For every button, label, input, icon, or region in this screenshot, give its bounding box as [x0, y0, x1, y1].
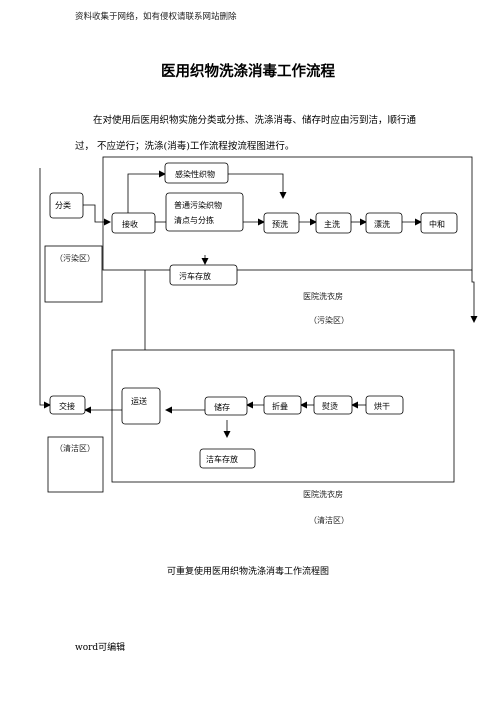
label-prewash: 预洗 [272, 219, 288, 229]
step-storage [204, 396, 248, 416]
label-common-line1: 普通污染织物 [174, 200, 222, 210]
label-dirty-cart: 污车存放 [179, 271, 211, 281]
label-receive: 接收 [122, 219, 138, 229]
step-dirty-cart [169, 264, 238, 286]
step-transport [121, 387, 161, 425]
footer-note: word可编辑 [75, 643, 126, 653]
step-dry [365, 395, 404, 415]
step-clean-cart [199, 448, 256, 469]
label-dirty-zone: （污染区） [55, 253, 95, 263]
step-fold [263, 395, 302, 415]
diagram-caption: 可重复使用医用织物洗涤消毒工作流程图 [166, 567, 329, 577]
label-iron: 熨烫 [322, 401, 338, 411]
step-sort [49, 192, 84, 219]
intro-paragraph: 在对使用后医用织物实施分类或分拣、洗涤消毒、储存时应由污到洁，顺行通过， 不应逆… [75, 115, 417, 152]
step-iron [313, 395, 353, 415]
label-infectious: 感染性织物 [175, 169, 215, 179]
label-fold: 折叠 [272, 401, 288, 411]
step-prewash [263, 212, 300, 234]
label-dry: 烘干 [374, 401, 390, 411]
dirty-zone-box [44, 245, 103, 303]
label-storage: 储存 [214, 402, 230, 412]
dirty-zone-frame [102, 156, 473, 271]
label-sort: 分类 [55, 200, 71, 210]
step-common [165, 192, 244, 232]
label-clean-room-line2: （清洁区） [309, 515, 349, 525]
document-title: 医用织物洗涤消毒工作流程 [161, 64, 335, 80]
left-loop-line [39, 168, 51, 409]
connector-lines [39, 156, 478, 493]
step-handover [49, 395, 86, 415]
step-mainwash [315, 212, 352, 234]
label-rinse: 漂洗 [374, 219, 390, 229]
label-dirty-room-line1: 医院洗衣房 [303, 291, 343, 301]
label-clean-cart: 洁车存放 [206, 454, 238, 464]
label-dirty-room-line2: （污染区） [309, 315, 349, 325]
clean-zone-box [47, 436, 104, 493]
step-rinse [365, 212, 403, 234]
step-neutralize [420, 212, 458, 234]
label-clean-zone: （清洁区） [55, 443, 95, 453]
step-infectious [164, 162, 229, 184]
clean-zone-frame [111, 349, 455, 483]
label-common-line2: 清点与分拣 [174, 215, 214, 225]
label-handover: 交接 [59, 401, 75, 411]
label-clean-room-line1: 医院洗衣房 [303, 489, 343, 499]
header-note: 资料收集于网络，如有侵权请联系网站删除 [75, 12, 237, 22]
label-mainwash: 主洗 [324, 219, 340, 229]
step-receive [111, 212, 156, 234]
label-neutralize: 中和 [429, 219, 445, 229]
label-transport: 运送 [131, 396, 147, 406]
